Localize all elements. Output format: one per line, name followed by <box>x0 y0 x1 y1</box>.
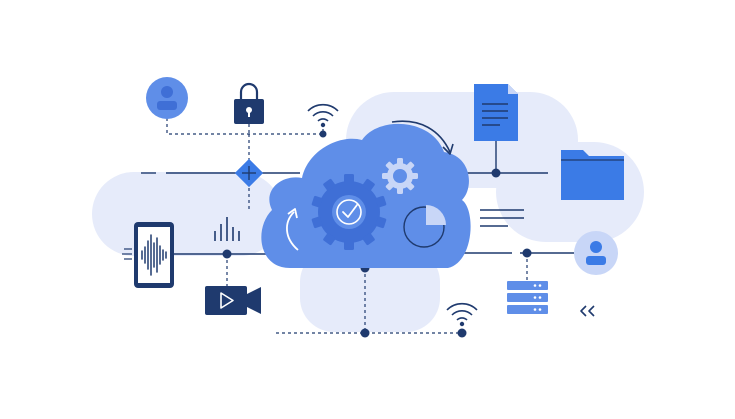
check-mark <box>342 204 358 218</box>
gear-tooth <box>397 187 403 194</box>
audio-bars-icon <box>214 217 240 241</box>
pie-outline <box>403 206 445 248</box>
node-dot <box>457 328 467 338</box>
arrow-head <box>287 208 298 219</box>
node-dot <box>491 168 501 178</box>
camera-lens <box>247 287 261 314</box>
padlock-icon <box>234 82 264 124</box>
folder-front <box>561 160 624 200</box>
gear-tooth <box>344 241 354 250</box>
gear-tooth <box>311 195 323 208</box>
gear-tooth <box>406 161 415 170</box>
node-dot <box>360 328 370 338</box>
server-unit <box>507 293 548 302</box>
gear-tooth <box>344 174 354 183</box>
arrow-head-top <box>442 143 454 155</box>
gear-tooth <box>311 216 323 229</box>
video-camera-icon <box>205 286 261 315</box>
server-rack-icon <box>507 281 548 314</box>
curved-arrow-icon <box>286 208 299 251</box>
gear-tooth <box>362 178 375 191</box>
arrow-curve <box>286 211 299 251</box>
wifi-icon <box>307 103 339 128</box>
gear-tooth <box>362 233 375 246</box>
folder-icon <box>561 150 624 200</box>
gear-check-icon <box>311 174 387 250</box>
server-unit <box>507 305 548 314</box>
pie-chart-icon <box>403 205 446 248</box>
gear-tooth <box>385 182 394 191</box>
pie-slice <box>426 205 446 225</box>
dashed-connector-top-left <box>166 118 324 135</box>
gear-tooth <box>382 173 389 179</box>
background-blob-bottom <box>300 248 440 332</box>
lock-keyhole-slot <box>248 110 250 117</box>
avatar-body <box>157 101 177 110</box>
user-avatar-icon <box>146 77 188 119</box>
node-dot <box>222 249 232 259</box>
gear-tooth <box>375 216 387 229</box>
server-unit <box>507 281 548 290</box>
avatar-head <box>161 86 173 98</box>
curved-arrow-icon <box>391 120 454 155</box>
gear-tooth <box>323 178 336 191</box>
document-sheet <box>474 84 518 141</box>
arrow-curve-top <box>391 120 451 153</box>
node-dot <box>319 130 327 138</box>
gear-tooth <box>406 182 415 191</box>
background-blob-left <box>92 172 282 256</box>
gear-tooth <box>323 233 336 246</box>
document-fold <box>508 84 518 94</box>
smartphone-audio-icon <box>122 222 174 288</box>
gear-icon <box>382 158 418 194</box>
check-circle <box>336 199 362 225</box>
node-dot <box>522 248 532 258</box>
user-avatar-icon <box>574 231 618 275</box>
gear-tooth <box>411 173 418 179</box>
avatar-head-right <box>590 241 602 253</box>
gear-tooth <box>375 195 387 208</box>
avatar-body-right <box>586 256 606 265</box>
lock-shackle <box>239 82 259 100</box>
cloud-icon <box>261 123 471 268</box>
wifi-icon <box>446 302 478 327</box>
chevrons-left-icon <box>580 305 595 317</box>
camera-body <box>205 286 247 315</box>
document-icon <box>474 84 518 141</box>
small-gear-hole <box>393 169 407 183</box>
gear-tooth <box>385 161 394 170</box>
gear-tooth <box>397 158 403 165</box>
play-triangle <box>220 292 234 309</box>
